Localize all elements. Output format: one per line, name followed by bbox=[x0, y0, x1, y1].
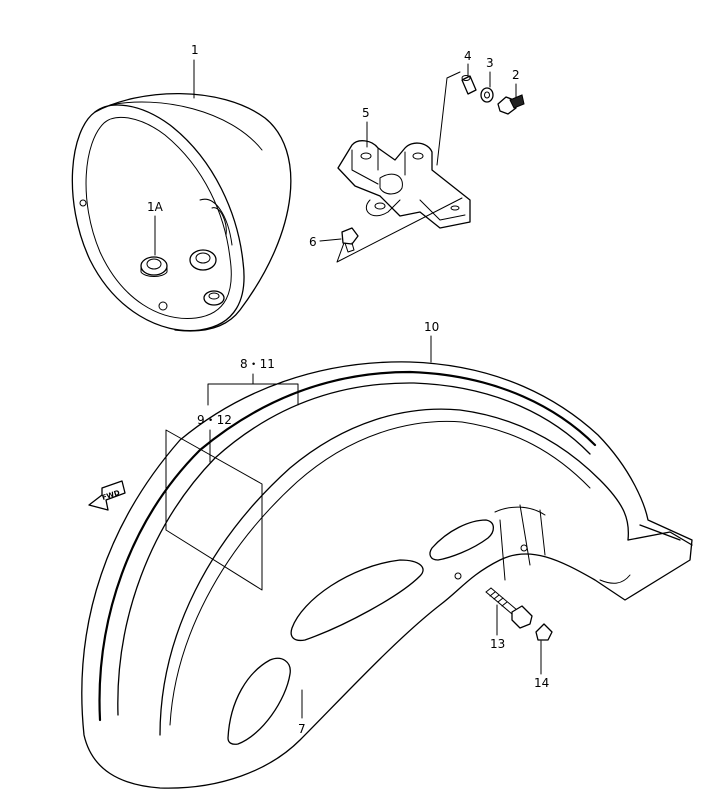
callout-13: 13 bbox=[490, 637, 505, 651]
callout-14: 14 bbox=[534, 676, 549, 690]
screw-6 bbox=[341, 227, 359, 253]
grommet-1a bbox=[140, 256, 168, 277]
grommet bbox=[189, 249, 217, 271]
headlight-bracket bbox=[337, 140, 471, 229]
callout-3: 3 bbox=[486, 56, 494, 70]
callout-10: 10 bbox=[424, 320, 439, 334]
callout-9-12: 9・12 bbox=[197, 413, 232, 427]
callout-1a: 1A bbox=[147, 200, 164, 214]
callout-4: 4 bbox=[464, 49, 472, 63]
decal-9-12 bbox=[165, 429, 263, 591]
forward-arrow-icon: FWD bbox=[88, 480, 126, 511]
rear-fender bbox=[81, 361, 693, 789]
nut-14 bbox=[535, 623, 553, 641]
spacer-4 bbox=[461, 75, 477, 95]
grommet-lower bbox=[203, 290, 225, 306]
bolt-13 bbox=[485, 587, 533, 629]
headlight-housing bbox=[71, 92, 292, 332]
callout-1: 1 bbox=[191, 43, 199, 57]
callout-7: 7 bbox=[298, 722, 306, 736]
washer-3 bbox=[480, 87, 494, 103]
callout-6: 6 bbox=[309, 235, 317, 249]
callout-8-11: 8・11 bbox=[240, 357, 275, 371]
callout-2: 2 bbox=[512, 68, 520, 82]
bolt-2 bbox=[497, 94, 525, 115]
callout-5: 5 bbox=[362, 106, 370, 120]
